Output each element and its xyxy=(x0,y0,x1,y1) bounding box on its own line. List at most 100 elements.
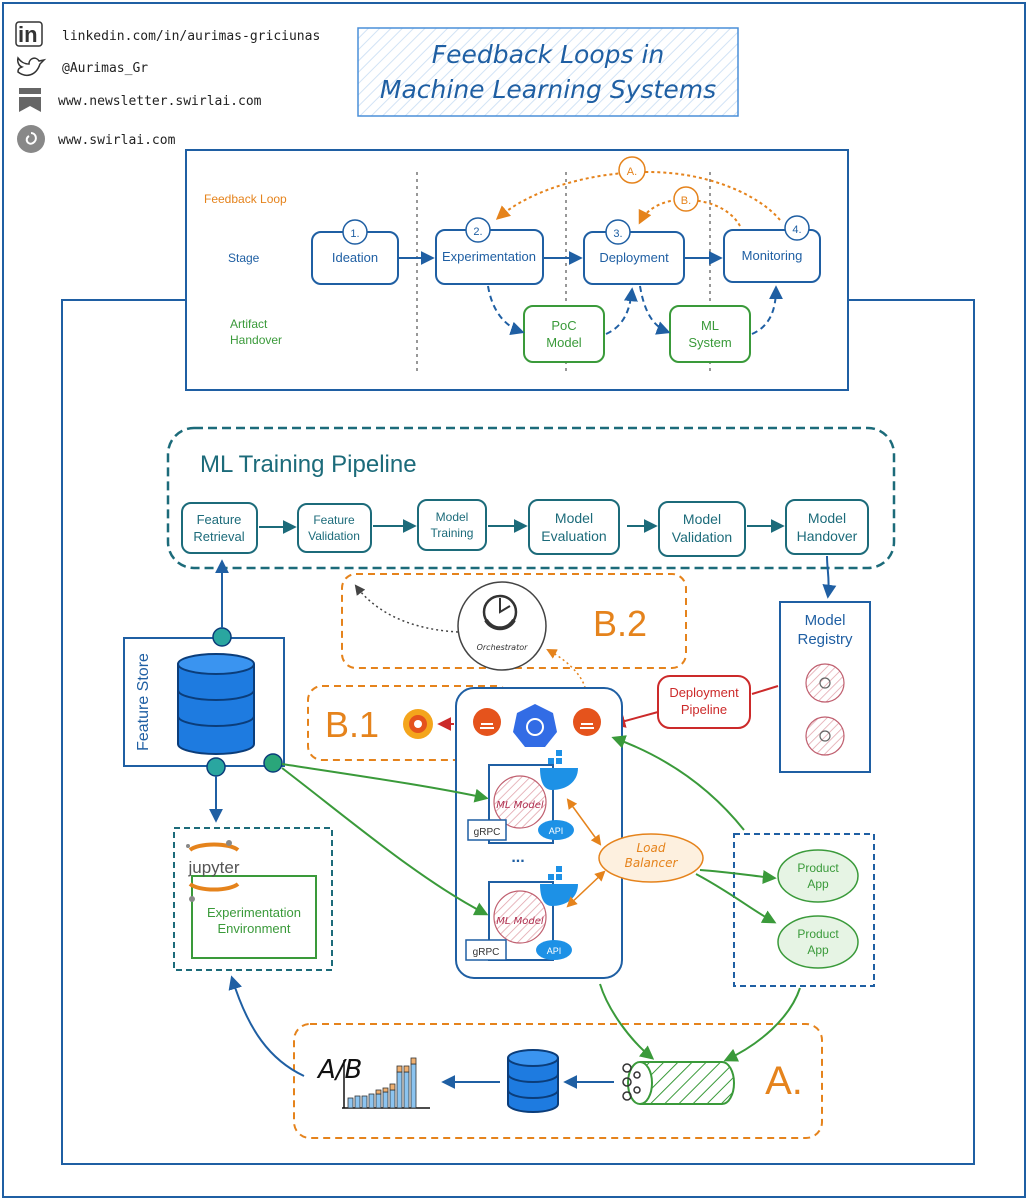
stage-monitoring[interactable]: 4. Monitoring xyxy=(723,215,821,283)
grpc-label: gRPC xyxy=(474,827,501,838)
step-label: Model xyxy=(683,511,721,527)
swirlai-logo-icon[interactable] xyxy=(17,125,45,153)
step-model-evaluation[interactable]: Model Evaluation xyxy=(528,499,620,555)
load-balancer[interactable]: Load Balancer xyxy=(598,833,704,883)
ab-test-chart[interactable]: A/B xyxy=(316,1055,430,1109)
database-icon xyxy=(177,653,255,755)
step-model-handover[interactable]: Model Handover xyxy=(785,499,869,555)
deployment-pipeline[interactable]: Deployment Pipeline xyxy=(657,675,751,729)
step-label: Feature xyxy=(197,512,242,527)
stage-label: Ideation xyxy=(332,250,378,265)
step-label: Model xyxy=(555,510,593,526)
product-app[interactable]: Product App xyxy=(777,915,859,969)
ab-label: A/B xyxy=(316,1055,362,1085)
stage-number: 3. xyxy=(613,228,622,240)
title-line-2: Machine Learning Systems xyxy=(380,75,716,104)
load-balancer-label: Balancer xyxy=(625,856,679,870)
twitter-link[interactable]: @Aurimas_Gr xyxy=(62,61,148,76)
stage-label: Monitoring xyxy=(742,248,803,263)
api-label: API xyxy=(549,826,564,836)
artifact-poc-model[interactable]: PoC Model xyxy=(523,305,605,363)
api-badge: API xyxy=(538,820,574,840)
experimentation-label: Experimentation xyxy=(207,905,301,920)
twitter-icon[interactable] xyxy=(17,56,47,77)
registry-label: Model xyxy=(805,612,846,629)
docker-icon xyxy=(540,750,578,790)
orchestrator-trigger-arrow xyxy=(354,584,459,633)
feedback-loop-a-badge: A. xyxy=(618,156,646,184)
handover-to-registry-arrow xyxy=(822,555,837,599)
stage-deployment[interactable]: 3. Deployment xyxy=(583,219,685,285)
stage-ideation[interactable]: 1. Ideation xyxy=(311,219,399,285)
product-app-label: Product xyxy=(797,927,839,941)
website-link[interactable]: www.swirlai.com xyxy=(58,133,176,148)
experimentation-environment[interactable]: jupyter Experimentation Environment xyxy=(173,827,333,971)
step-label: Handover xyxy=(797,528,858,544)
kafka-icon xyxy=(622,1063,641,1101)
model-label: ML Model xyxy=(496,916,544,927)
model-container[interactable]: ML Model gRPC API xyxy=(465,866,578,961)
ab-to-experimentation-arrow xyxy=(228,975,305,1077)
step-label: Model xyxy=(436,510,469,524)
warehouse-database-icon[interactable] xyxy=(507,1049,559,1113)
prometheus-icon[interactable] xyxy=(473,708,501,736)
stage-experimentation[interactable]: 2. Experimentation xyxy=(435,217,544,285)
serving-cluster: ML Model gRPC API ... ML Model xyxy=(455,687,623,979)
prometheus-icon[interactable] xyxy=(573,708,601,736)
stage-number: 4. xyxy=(792,224,801,236)
kafka-stream[interactable] xyxy=(622,1061,735,1105)
product-app-label: App xyxy=(807,877,829,891)
step-feature-retrieval[interactable]: Feature Retrieval xyxy=(181,502,258,554)
registry-label: Registry xyxy=(797,631,853,648)
artifact-label: ML xyxy=(701,318,719,333)
cluster-to-stream-arrow xyxy=(599,983,655,1060)
artifact-ml-system[interactable]: ML System xyxy=(669,305,751,363)
linkedin-link[interactable]: linkedin.com/in/aurimas-griciunas xyxy=(62,29,320,44)
api-label: API xyxy=(547,946,562,956)
product-apps-group: Product App Product App xyxy=(733,833,875,987)
linkedin-icon[interactable]: in xyxy=(15,21,43,47)
ab-bars xyxy=(347,1063,417,1109)
orchestrator[interactable]: Orchestrator xyxy=(457,581,547,671)
grpc-badge: gRPC xyxy=(467,819,507,841)
kubernetes-icon[interactable] xyxy=(513,704,557,747)
handover-arrow xyxy=(639,285,671,335)
model-registry[interactable]: Model Registry xyxy=(779,601,871,773)
lb-to-app-arrow xyxy=(695,873,777,924)
newsletter-link[interactable]: www.newsletter.swirlai.com xyxy=(58,94,262,109)
grpc-label: gRPC xyxy=(473,947,500,958)
step-feature-validation[interactable]: Feature Validation xyxy=(297,503,372,553)
bookmark-icon[interactable] xyxy=(19,88,41,112)
step-label: Evaluation xyxy=(541,528,606,544)
step-label: Retrieval xyxy=(193,529,244,544)
artifact-label: PoC xyxy=(551,318,576,333)
stage-label: Experimentation xyxy=(442,249,536,264)
handover-arrow xyxy=(751,285,783,335)
step-label: Training xyxy=(431,526,474,540)
row-label-stage: Stage xyxy=(228,251,260,265)
title-line-1: Feedback Loops in xyxy=(432,40,665,69)
product-app-label: Product xyxy=(797,861,839,875)
ml-training-pipeline: ML Training Pipeline Feature Retrieval F… xyxy=(166,426,896,570)
jupyter-logo-icon: jupyter xyxy=(186,840,240,902)
product-app-label: App xyxy=(807,943,829,957)
region-a: A. xyxy=(293,1023,823,1139)
step-model-validation[interactable]: Model Validation xyxy=(658,501,746,557)
connector-dot xyxy=(212,627,232,647)
pipeline-title: ML Training Pipeline xyxy=(200,451,417,478)
api-badge: API xyxy=(536,940,572,960)
ab-bar-tops xyxy=(375,1057,417,1095)
feature-store[interactable]: Feature Store xyxy=(123,627,285,777)
stage-number: 1. xyxy=(350,228,359,240)
product-app[interactable]: Product App xyxy=(777,849,859,903)
step-model-training[interactable]: Model Training xyxy=(417,499,487,551)
model-container[interactable]: ML Model gRPC API xyxy=(467,750,578,844)
feedback-loop-b-badge: B. xyxy=(673,186,699,212)
region-b2: B.2 xyxy=(341,573,687,669)
step-label: Feature xyxy=(313,513,355,527)
header: in linkedin.com/in/aurimas-griciunas @Au… xyxy=(15,21,739,153)
grafana-icon[interactable] xyxy=(403,709,433,739)
features-to-model-arrow xyxy=(281,763,489,803)
region-b2-label: B.2 xyxy=(593,603,647,644)
